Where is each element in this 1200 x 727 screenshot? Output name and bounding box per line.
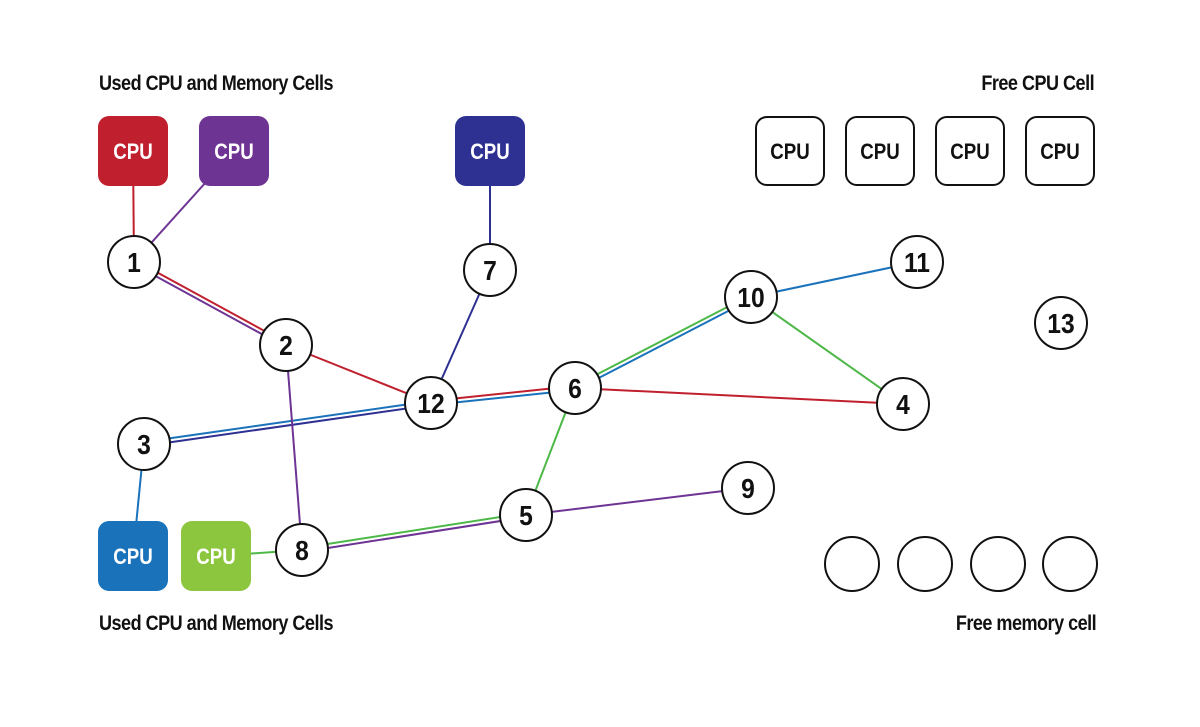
- memory-node-label: 10: [737, 282, 764, 314]
- cpu-blue-label: CPU: [113, 546, 152, 570]
- memory-node-label: 6: [568, 373, 582, 405]
- cpu-red-cell: CPU: [98, 116, 168, 186]
- memory-node-label: 1: [127, 247, 141, 279]
- free-cpu-label: CPU: [860, 141, 899, 165]
- memory-node-label: 12: [417, 388, 444, 420]
- memory-node-4: 4: [876, 377, 930, 431]
- link-3-12-blue: [143, 400, 431, 444]
- link-1-2-red: [134, 259, 288, 345]
- memory-node-5: 5: [499, 488, 553, 542]
- memory-node-3: 3: [117, 417, 171, 471]
- link-5-9-purple: [525, 487, 749, 516]
- free-memory-cell: [824, 536, 880, 592]
- memory-node-label: 9: [741, 473, 755, 505]
- memory-node-label: 5: [519, 500, 533, 532]
- memory-node-label: 13: [1047, 308, 1074, 340]
- memory-node-11: 11: [890, 235, 944, 289]
- cpu-purple-label: CPU: [214, 141, 253, 165]
- memory-node-label: 4: [896, 389, 910, 421]
- memory-node-9: 9: [721, 461, 775, 515]
- free-cpu-label: CPU: [770, 141, 809, 165]
- free-cpu-cell: CPU: [755, 116, 825, 186]
- memory-node-10: 10: [724, 270, 778, 324]
- link-10-11-blue: [750, 261, 918, 298]
- cpu-layer: CPU CPU CPU CPU CPU CPU CPU CPU CPU: [98, 116, 1095, 591]
- link-1-2-purple: [132, 262, 286, 348]
- cpu-green-cell: CPU: [181, 521, 251, 591]
- free-cpu-label: CPU: [1040, 141, 1079, 165]
- memory-node-13: 13: [1034, 296, 1088, 350]
- memory-node-7: 7: [463, 243, 517, 297]
- link-2-8-purple: [285, 344, 303, 551]
- caption-used-cells-top: Used CPU and Memory Cells: [99, 72, 334, 95]
- memory-node-1: 1: [107, 235, 161, 289]
- cpu-navy-label: CPU: [470, 141, 509, 165]
- cpu-navy-cell: CPU: [455, 116, 525, 186]
- memory-node-2: 2: [259, 318, 313, 372]
- link-10-4-green: [750, 296, 904, 405]
- memory-node-label: 7: [483, 255, 497, 287]
- cpu-green-label: CPU: [196, 546, 235, 570]
- caption-free-cpu: Free CPU Cell: [981, 72, 1094, 95]
- free-cpu-cell: CPU: [845, 116, 915, 186]
- memory-node-label: 11: [904, 247, 930, 279]
- free-cpu-cell: CPU: [935, 116, 1005, 186]
- cpu-red-label: CPU: [113, 141, 152, 165]
- memory-node-label: 3: [137, 429, 151, 461]
- memory-node-label: 8: [295, 535, 309, 567]
- cpu-blue-cell: CPU: [98, 521, 168, 591]
- free-memory-cell: [970, 536, 1026, 592]
- free-cpu-cell: CPU: [1025, 116, 1095, 186]
- cpu-purple-cell: CPU: [199, 116, 269, 186]
- memory-node-6: 6: [548, 361, 602, 415]
- link-6-10-blue: [575, 297, 753, 391]
- memory-node-8: 8: [275, 523, 329, 577]
- memory-node-label: 2: [279, 330, 293, 362]
- link-8-5-green: [301, 512, 526, 550]
- link-8-5-purple: [302, 515, 527, 553]
- memory-node-12: 12: [404, 376, 458, 430]
- link-6-10-green: [573, 294, 751, 388]
- link-12-3-navy: [144, 403, 432, 447]
- caption-used-cells-bottom: Used CPU and Memory Cells: [99, 612, 334, 635]
- free-cpu-label: CPU: [950, 141, 989, 165]
- free-memory-cell: [897, 536, 953, 592]
- caption-free-memory: Free memory cell: [955, 612, 1097, 635]
- link-6-4-red: [574, 387, 904, 405]
- free-memory-cell: [1042, 536, 1098, 592]
